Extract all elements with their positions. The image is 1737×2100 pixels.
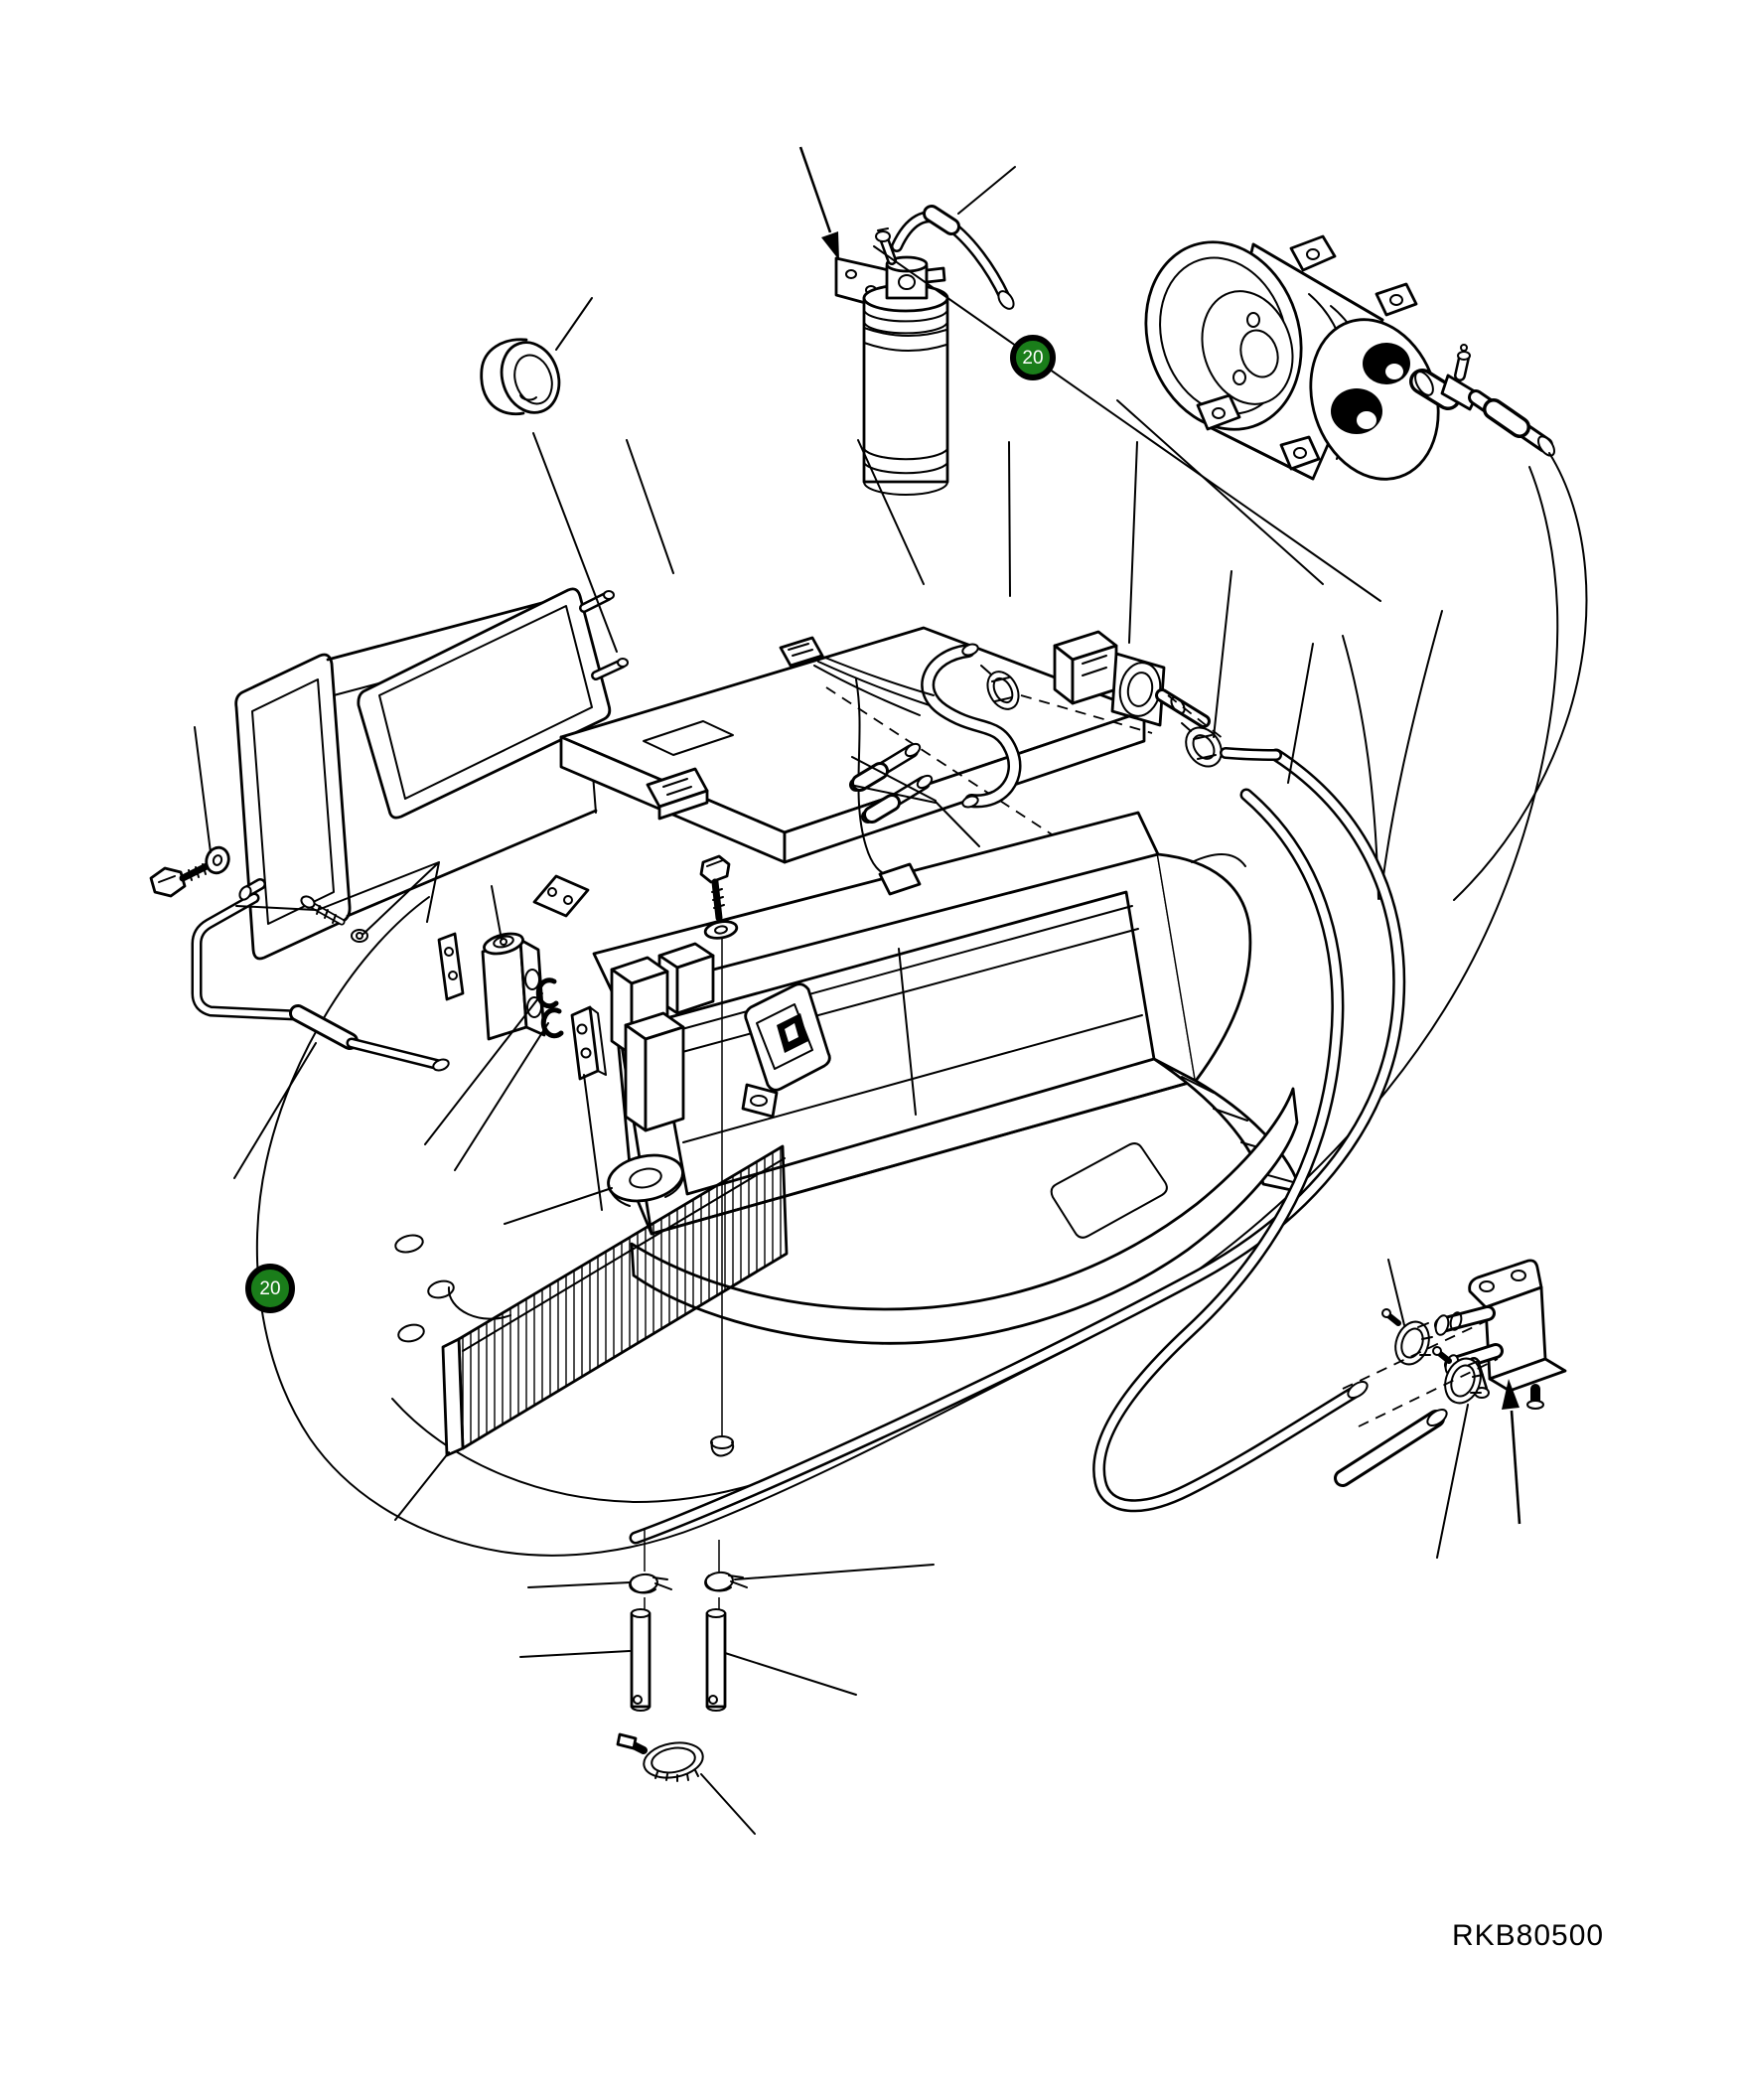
pointer-arrow-top — [798, 146, 839, 260]
hose-clamp-icon — [1381, 1308, 1433, 1366]
pointer-arrow-bottom-right — [1502, 1379, 1521, 1525]
heater-pipe-bracket — [1342, 1259, 1567, 1427]
spring-clamp-icon — [629, 1573, 672, 1594]
hose-clamp-icon — [1432, 1346, 1484, 1405]
air-filter — [441, 1144, 789, 1457]
worm-hose-clamp — [616, 1732, 704, 1782]
callout-badge-20-top[interactable]: 20 — [1010, 335, 1056, 380]
mounting-bolt-washer — [699, 854, 739, 1457]
duct-gasket-frame — [357, 587, 629, 820]
figure-code: RKB80500 — [1452, 1919, 1605, 1952]
heater-core-pipes — [849, 742, 934, 824]
relay-boxes — [610, 942, 715, 1132]
drain-pipes — [629, 1528, 748, 1712]
left-refrigerant-pipe — [191, 878, 450, 1072]
grommet-ring — [607, 1153, 684, 1207]
receiver-drier — [834, 205, 1015, 496]
hose-clamp-icon — [1181, 722, 1223, 768]
hex-bolt-washer-left — [149, 845, 230, 898]
callout-label: 20 — [1022, 347, 1044, 369]
grommet-bushing — [480, 338, 561, 416]
wiring-harness — [779, 636, 935, 896]
callout-label: 20 — [259, 1277, 281, 1299]
hose-clamp-icon — [980, 665, 1020, 710]
blower-resistor-module — [741, 982, 831, 1119]
spring-clamp-icon — [704, 1571, 748, 1592]
hvac-housing — [592, 811, 1303, 1345]
heater-hoses — [629, 748, 1448, 1545]
s-hose — [921, 643, 1153, 809]
ac-compressor — [1144, 234, 1588, 901]
expansion-valve-group — [437, 874, 607, 1081]
callout-badge-20-left[interactable]: 20 — [245, 1264, 295, 1313]
leader-lines — [194, 166, 1469, 1835]
